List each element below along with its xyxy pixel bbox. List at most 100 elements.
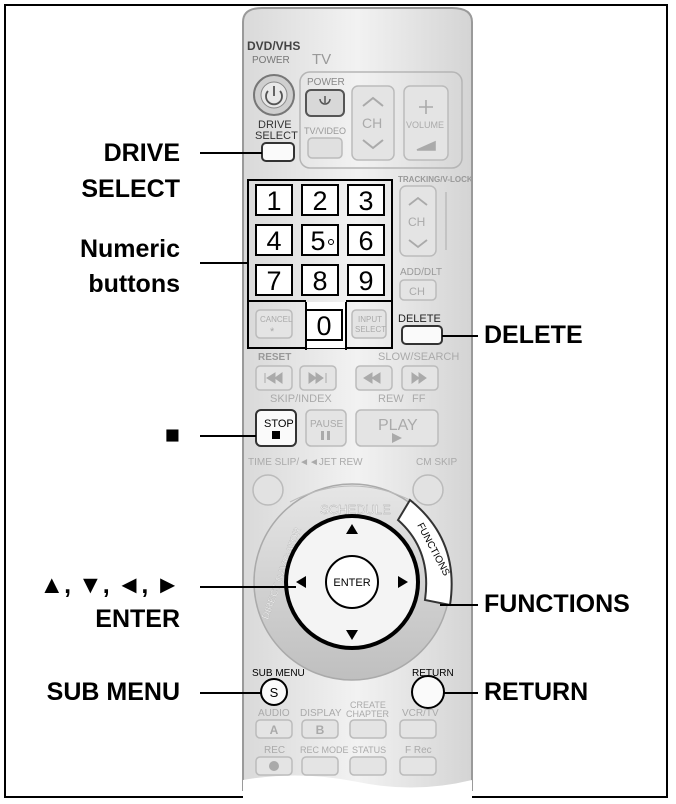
drive-select-callout: DRIVE: [104, 139, 180, 167]
svg-text:3: 3: [358, 186, 373, 216]
svg-text:CREATE: CREATE: [350, 700, 386, 710]
svg-text:REC MODE: REC MODE: [300, 745, 349, 755]
tv-power-label: POWER: [307, 77, 345, 88]
drive-select-button: [261, 142, 295, 162]
return-callout: RETURN: [484, 678, 589, 706]
svg-text:1: 1: [266, 186, 281, 216]
audio-button: [255, 719, 293, 739]
sub-menu-leader: [200, 692, 261, 694]
svg-text:PLAY: PLAY: [378, 417, 418, 434]
sub-menu-callout: SUB MENU: [46, 678, 180, 706]
svg-text:CANCEL: CANCEL: [260, 315, 293, 324]
tv-video-label: TV/VIDEO: [304, 126, 346, 136]
svg-text:AUDIO: AUDIO: [258, 708, 290, 719]
down-arrow-icon: [346, 630, 358, 640]
svg-text:SELECT: SELECT: [255, 130, 298, 142]
tv-label: TV: [312, 51, 331, 68]
play-button: [355, 409, 439, 447]
svg-text:DRIVE: DRIVE: [258, 119, 292, 131]
up-arrow-icon: [346, 524, 358, 534]
svg-text:B: B: [316, 723, 325, 737]
svg-text:TIME SLIP/◄◄JET REW: TIME SLIP/◄◄JET REW: [248, 457, 363, 468]
svg-text:SUB MENU: SUB MENU: [252, 668, 305, 679]
svg-text:8: 8: [312, 266, 327, 296]
add-dlt-button: [399, 279, 437, 301]
svg-text:SKIP/INDEX: SKIP/INDEX: [270, 393, 332, 405]
svg-text:ADD/DLT: ADD/DLT: [400, 267, 442, 278]
drive-select-callout-2: SELECT: [81, 175, 180, 203]
svg-text:TRACKING/V-LOCK: TRACKING/V-LOCK: [398, 175, 473, 184]
key-8: [301, 264, 339, 296]
stop-button: [255, 409, 297, 447]
key-6: [347, 224, 385, 256]
svg-text:0: 0: [316, 311, 331, 341]
rec-mode-button: [301, 756, 339, 776]
svg-text:4: 4: [266, 226, 281, 256]
svg-text:INPUT: INPUT: [358, 315, 382, 324]
svg-text:CH: CH: [409, 286, 425, 298]
key-3: [347, 184, 385, 216]
enter-callout: ENTER: [95, 605, 180, 633]
key-1: [255, 184, 293, 216]
right-arrow-icon: [398, 576, 408, 588]
numeric-leader: [200, 262, 248, 264]
svg-text:REC: REC: [264, 745, 285, 756]
svg-text:5: 5: [310, 226, 325, 256]
svg-text:6: 6: [358, 226, 373, 256]
remote-bottom-wave: [243, 775, 472, 800]
svg-text:PAUSE: PAUSE: [310, 419, 343, 430]
key-7: [255, 264, 293, 296]
functions-leader: [440, 604, 478, 606]
arrows-leader: [200, 586, 296, 588]
display-button: [301, 719, 339, 739]
stop-callout: ■: [164, 421, 180, 449]
key-0: [305, 309, 343, 341]
svg-text:RETURN: RETURN: [412, 668, 454, 679]
stop-leader: [200, 435, 256, 437]
dvd-vhs-label: DVD/VHS: [247, 39, 300, 53]
svg-text:DISPLAY: DISPLAY: [300, 708, 342, 719]
numeric-callout-line2: buttons: [88, 270, 180, 298]
enter-button: [325, 555, 379, 609]
status-button: [349, 756, 387, 776]
svg-text:CM SKIP: CM SKIP: [416, 457, 457, 468]
svg-text:SCHEDULE: SCHEDULE: [320, 502, 391, 517]
svg-text:REW: REW: [378, 393, 404, 405]
f-rec-button: [399, 756, 437, 776]
power-label: POWER: [252, 55, 290, 66]
drive-select-callout-line1: DRIVE: [103, 139, 180, 167]
volume-rocker: [403, 85, 449, 161]
input-select-button: [351, 309, 387, 339]
power-icon: [265, 86, 283, 106]
delete-callout: DELETE: [484, 321, 583, 349]
tracking-rocker: [399, 185, 437, 257]
svg-text:DELETE: DELETE: [398, 313, 441, 325]
ch-rocker: [351, 85, 395, 161]
svg-text:STATUS: STATUS: [352, 745, 386, 755]
left-arrow-icon: [296, 576, 306, 588]
svg-text:SLOW/SEARCH: SLOW/SEARCH: [378, 351, 459, 363]
sub-menu-button: [260, 678, 288, 706]
time-slip-button: [252, 474, 284, 506]
cm-skip-button: [412, 474, 444, 506]
numeric-callout-line1: Numeric: [79, 235, 180, 263]
cancel-button: [255, 309, 293, 339]
svg-text:VOLUME: VOLUME: [406, 120, 444, 130]
return-leader: [444, 692, 478, 694]
svg-text:VCR/TV: VCR/TV: [402, 708, 439, 719]
drive-select-leader: [200, 152, 262, 154]
numeric-callout-2: buttons: [88, 270, 180, 298]
delete-button: [401, 325, 443, 345]
vcr-tv-button: [399, 719, 437, 739]
svg-text:RESET: RESET: [258, 352, 291, 363]
pause-button: [305, 409, 347, 447]
svg-text:2: 2: [312, 186, 327, 216]
numeric-callout: Numeric: [80, 235, 180, 263]
svg-text:9: 9: [358, 266, 373, 296]
drive-select-callout-line2: SELECT: [81, 175, 180, 203]
return-button: [411, 675, 445, 709]
svg-text:S: S: [270, 685, 279, 700]
functions-callout: FUNCTIONS: [484, 590, 630, 618]
arrows-callout: ▲, ▼, ◄, ►: [39, 571, 180, 599]
